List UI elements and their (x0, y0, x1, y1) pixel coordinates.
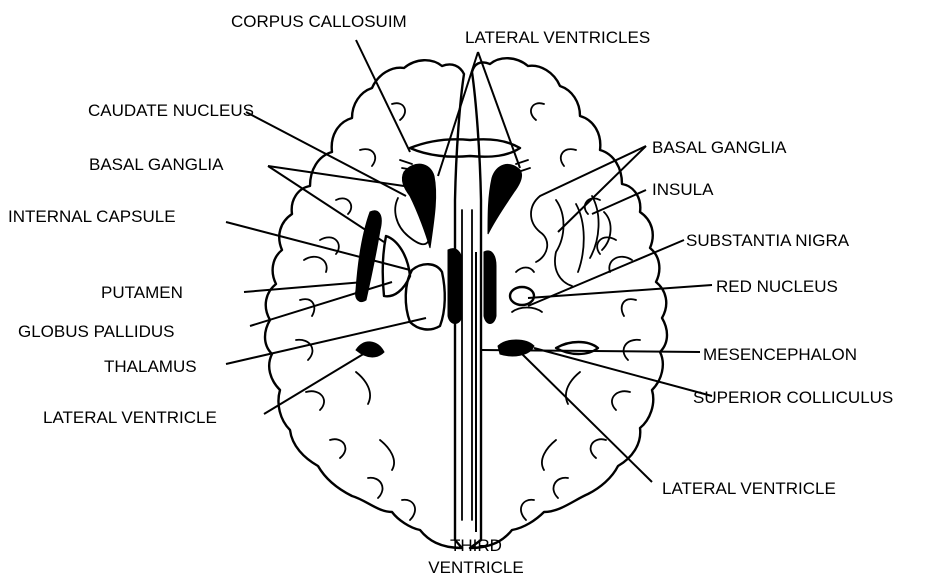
label-third-ventricle-line2: VENTRICLE (428, 558, 523, 577)
midline (462, 210, 472, 520)
left-posterior-ventricle (356, 342, 384, 357)
label-substantia-nigra: SUBSTANTIA NIGRA (686, 231, 850, 250)
leader-basal-ganglia-left-a (268, 166, 404, 186)
leader-internal-capsule (226, 222, 410, 270)
left-hemisphere-outline (265, 60, 464, 548)
label-lateral-ventricle-left: LATERAL VENTRICLE (43, 408, 217, 427)
label-corpus-callosuim: CORPUS CALLOSUIM (231, 12, 407, 31)
corpus-callosum-shape (410, 139, 520, 156)
label-basal-ganglia-right: BASAL GANGLIA (652, 138, 787, 157)
right-lateral-ventricle-horn (488, 164, 522, 234)
right-hemisphere-outline (470, 58, 667, 548)
leader-lateral-ventricle-right (520, 352, 652, 482)
label-red-nucleus: RED NUCLEUS (716, 277, 838, 296)
left-thalamus (406, 264, 445, 329)
label-insula: INSULA (652, 180, 714, 199)
leader-basal-ganglia-left-b (268, 166, 384, 242)
label-globus-pallidus: GLOBUS PALLIDUS (18, 322, 175, 341)
leader-putamen (244, 282, 364, 292)
leader-insula (592, 190, 646, 214)
leader-corpus-callosuim (356, 40, 410, 152)
red-nucleus-shape (510, 287, 534, 305)
label-basal-ganglia-left: BASAL GANGLIA (89, 155, 224, 174)
label-internal-capsule: INTERNAL CAPSULE (8, 207, 176, 226)
right-gyri (521, 103, 640, 520)
leader-red-nucleus (528, 285, 712, 298)
label-caudate-nucleus: CAUDATE NUCLEUS (88, 101, 254, 120)
third-ventricle-left-bar (448, 249, 462, 324)
third-ventricle-right-bar (484, 251, 496, 324)
mesencephalon-shape (556, 342, 598, 354)
label-superior-colliculus: SUPERIOR COLLICULUS (693, 388, 893, 407)
leader-lateral-ventricles-b (478, 52, 520, 168)
leader-lateral-ventricle-left (264, 350, 370, 414)
label-lateral-ventricles: LATERAL VENTRICLES (465, 28, 650, 47)
leader-lines (226, 40, 712, 532)
label-mesencephalon: MESENCEPHALON (703, 345, 857, 364)
label-third-ventricle-line1: THIRD (450, 536, 502, 555)
label-putamen: PUTAMEN (101, 283, 183, 302)
label-thalamus: THALAMUS (104, 357, 197, 376)
label-lateral-ventricle-right: LATERAL VENTRICLE (662, 479, 836, 498)
superior-colliculus-shape (498, 340, 534, 356)
leader-superior-colliculus (534, 348, 712, 396)
